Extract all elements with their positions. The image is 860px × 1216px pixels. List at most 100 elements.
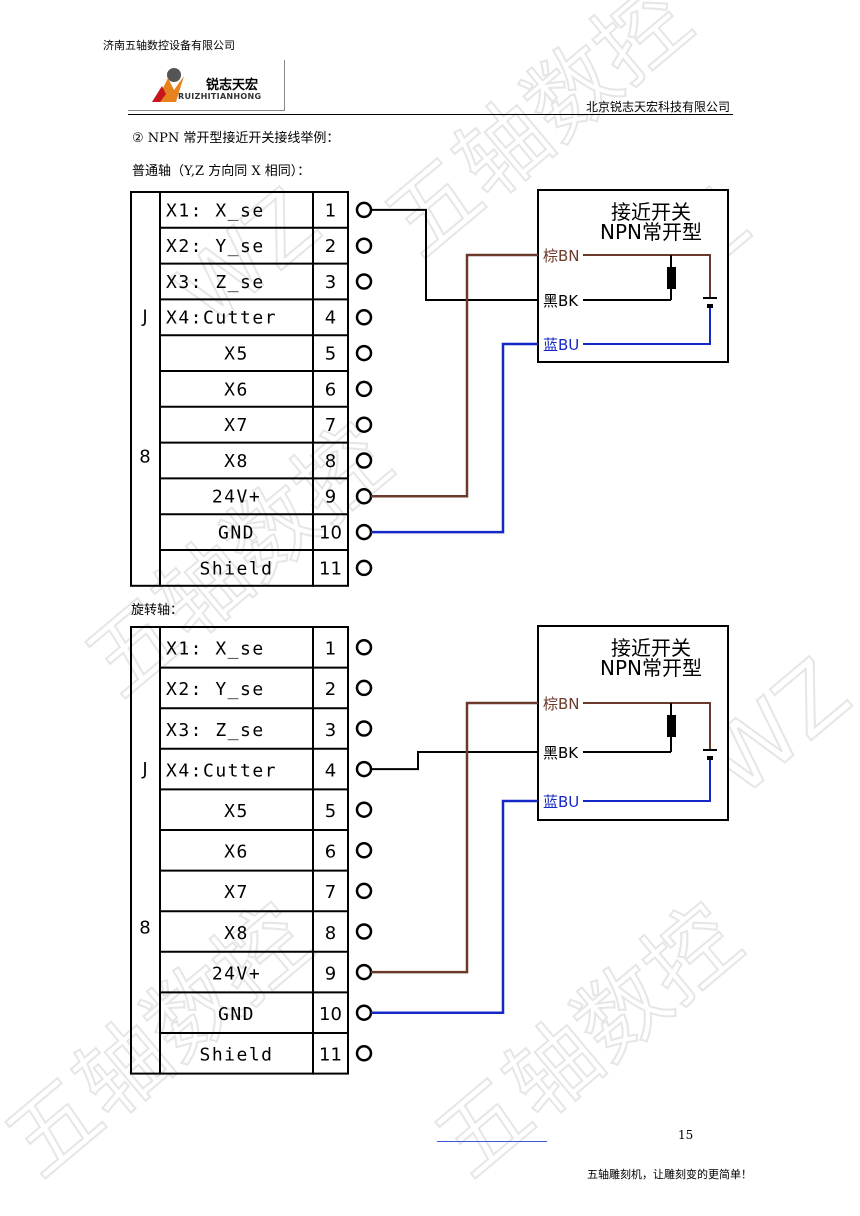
pin-number: 10 — [319, 523, 342, 544]
resistor-symbol — [667, 267, 676, 289]
pin-number: 4 — [325, 308, 336, 329]
connector-label-8: 8 — [139, 918, 150, 939]
pin-number: 8 — [325, 923, 336, 944]
pin-number: 2 — [325, 236, 336, 257]
header-rule — [128, 114, 733, 115]
internal-brown-wire — [583, 702, 711, 750]
pin-number: 6 — [325, 842, 336, 863]
sensor-title: 接近开关 — [611, 200, 691, 224]
rotary-axis-label: 旋转轴： — [131, 603, 184, 618]
section-heading: ② NPN 常开型接近开关接线举例： — [132, 131, 340, 146]
black-wire — [371, 208, 538, 301]
pin-name: X1: X_se — [166, 200, 265, 221]
pin-name: X2: Y_se — [166, 236, 265, 257]
wire-label-black: 黑BK — [543, 292, 579, 310]
pin-name: X8 — [224, 451, 249, 472]
battery-plate-short — [707, 756, 713, 760]
wire-label-brown: 棕BN — [543, 695, 580, 713]
blue-wire — [371, 799, 538, 1014]
sensor-title: 接近开关 — [611, 636, 691, 660]
logo-text: 锐志天宏 — [206, 78, 259, 93]
pin-name: X7 — [224, 882, 249, 903]
terminal-circle — [355, 416, 373, 433]
pin-number: 9 — [325, 963, 336, 984]
pin-name: X4:Cutter — [166, 308, 277, 329]
pin-number: 8 — [325, 451, 336, 472]
pin-name: X5 — [224, 801, 249, 822]
sensor-frame — [537, 189, 729, 363]
pin-number: 3 — [325, 272, 336, 293]
logo-frame — [128, 60, 285, 111]
terminal-circle — [355, 1045, 373, 1062]
pin-name: 24V+ — [212, 487, 261, 508]
pin-name: X8 — [224, 923, 249, 944]
sensor-type: NPN常开型 — [600, 656, 702, 680]
connector-label-8: 8 — [139, 446, 150, 467]
wire-label-black: 黑BK — [543, 744, 579, 762]
page-number: 15 — [678, 1128, 694, 1142]
internal-blue-wire — [583, 760, 711, 802]
terminal-circle — [355, 1004, 373, 1021]
pin-number: 11 — [319, 1045, 342, 1066]
pin-name: GND — [218, 523, 255, 544]
internal-blue-wire — [583, 308, 711, 345]
wire-label-brown: 棕BN — [543, 247, 580, 265]
logo-subtext: RUIZHITIANHONG — [178, 92, 262, 101]
header-company-left: 济南五轴数控设备有限公司 — [103, 39, 235, 52]
pin-number: 11 — [319, 558, 342, 579]
terminal-circle — [355, 760, 373, 778]
internal-brown-wire — [583, 254, 711, 298]
pin-name: X6 — [224, 842, 249, 863]
resistor-symbol — [667, 715, 676, 737]
brown-wire — [371, 701, 538, 974]
terminal-circle — [355, 559, 373, 577]
ordinary-axis-label: 普通轴（Y,Z 方向同 X 相同）： — [132, 164, 311, 179]
pin-number: 6 — [325, 379, 336, 400]
brown-wire — [371, 253, 538, 498]
pin-name: X2: Y_se — [166, 679, 265, 700]
pin-name: X4:Cutter — [166, 760, 277, 781]
pin-number: 5 — [325, 801, 336, 822]
pin-number: 1 — [325, 200, 336, 221]
terminal-circle — [355, 639, 373, 656]
wiring-diagram-ordinary-axis: J 8 X1: X_se 1X2: Y_se 2X3: Z_se 3X4:Cutter 4X… — [130, 189, 729, 587]
terminal-circle — [355, 882, 373, 900]
pin-number: 4 — [325, 760, 336, 781]
black-wire — [371, 751, 538, 771]
terminal-circle — [355, 963, 373, 981]
connector-label-j: J — [141, 759, 147, 780]
sensor-type: NPN常开型 — [600, 220, 702, 244]
terminal-circle — [355, 842, 373, 859]
pin-name: Shield — [199, 558, 273, 579]
terminal-circle — [355, 237, 373, 254]
footer-rule — [437, 1141, 547, 1142]
connector-label-j: J — [141, 307, 147, 328]
pin-number: 7 — [325, 882, 336, 903]
pin-name: X5 — [224, 344, 249, 365]
sensor-frame — [537, 625, 729, 821]
terminal-circle — [355, 380, 373, 398]
connector-side-frame — [130, 626, 161, 1075]
pin-name: X3: Z_se — [166, 272, 265, 293]
footer-slogan: 五轴雕刻机，让雕刻变的更简单！ — [587, 1168, 752, 1181]
terminal-circle — [355, 679, 373, 697]
pin-number: 7 — [325, 415, 336, 436]
connector-pin-column — [312, 191, 349, 587]
terminal-circle — [355, 452, 373, 469]
pin-number: 2 — [325, 679, 336, 700]
terminal-circle — [355, 720, 373, 737]
pin-number: 3 — [325, 720, 336, 741]
connector-block: J 8 X1: X_se 1X2: Y_se 2X3: Z_se 3X4:Cutter 4X… — [130, 191, 373, 587]
terminal-circle — [355, 801, 373, 818]
terminal-circle — [355, 273, 373, 290]
header-company-right: 北京锐志天宏科技有限公司 — [585, 100, 730, 114]
logo-icon — [152, 68, 184, 102]
pin-name: Shield — [199, 1045, 273, 1066]
pin-name: X3: Z_se — [166, 720, 265, 741]
blue-wire — [371, 342, 538, 534]
terminal-circle — [355, 309, 373, 326]
pin-name: X6 — [224, 379, 249, 400]
